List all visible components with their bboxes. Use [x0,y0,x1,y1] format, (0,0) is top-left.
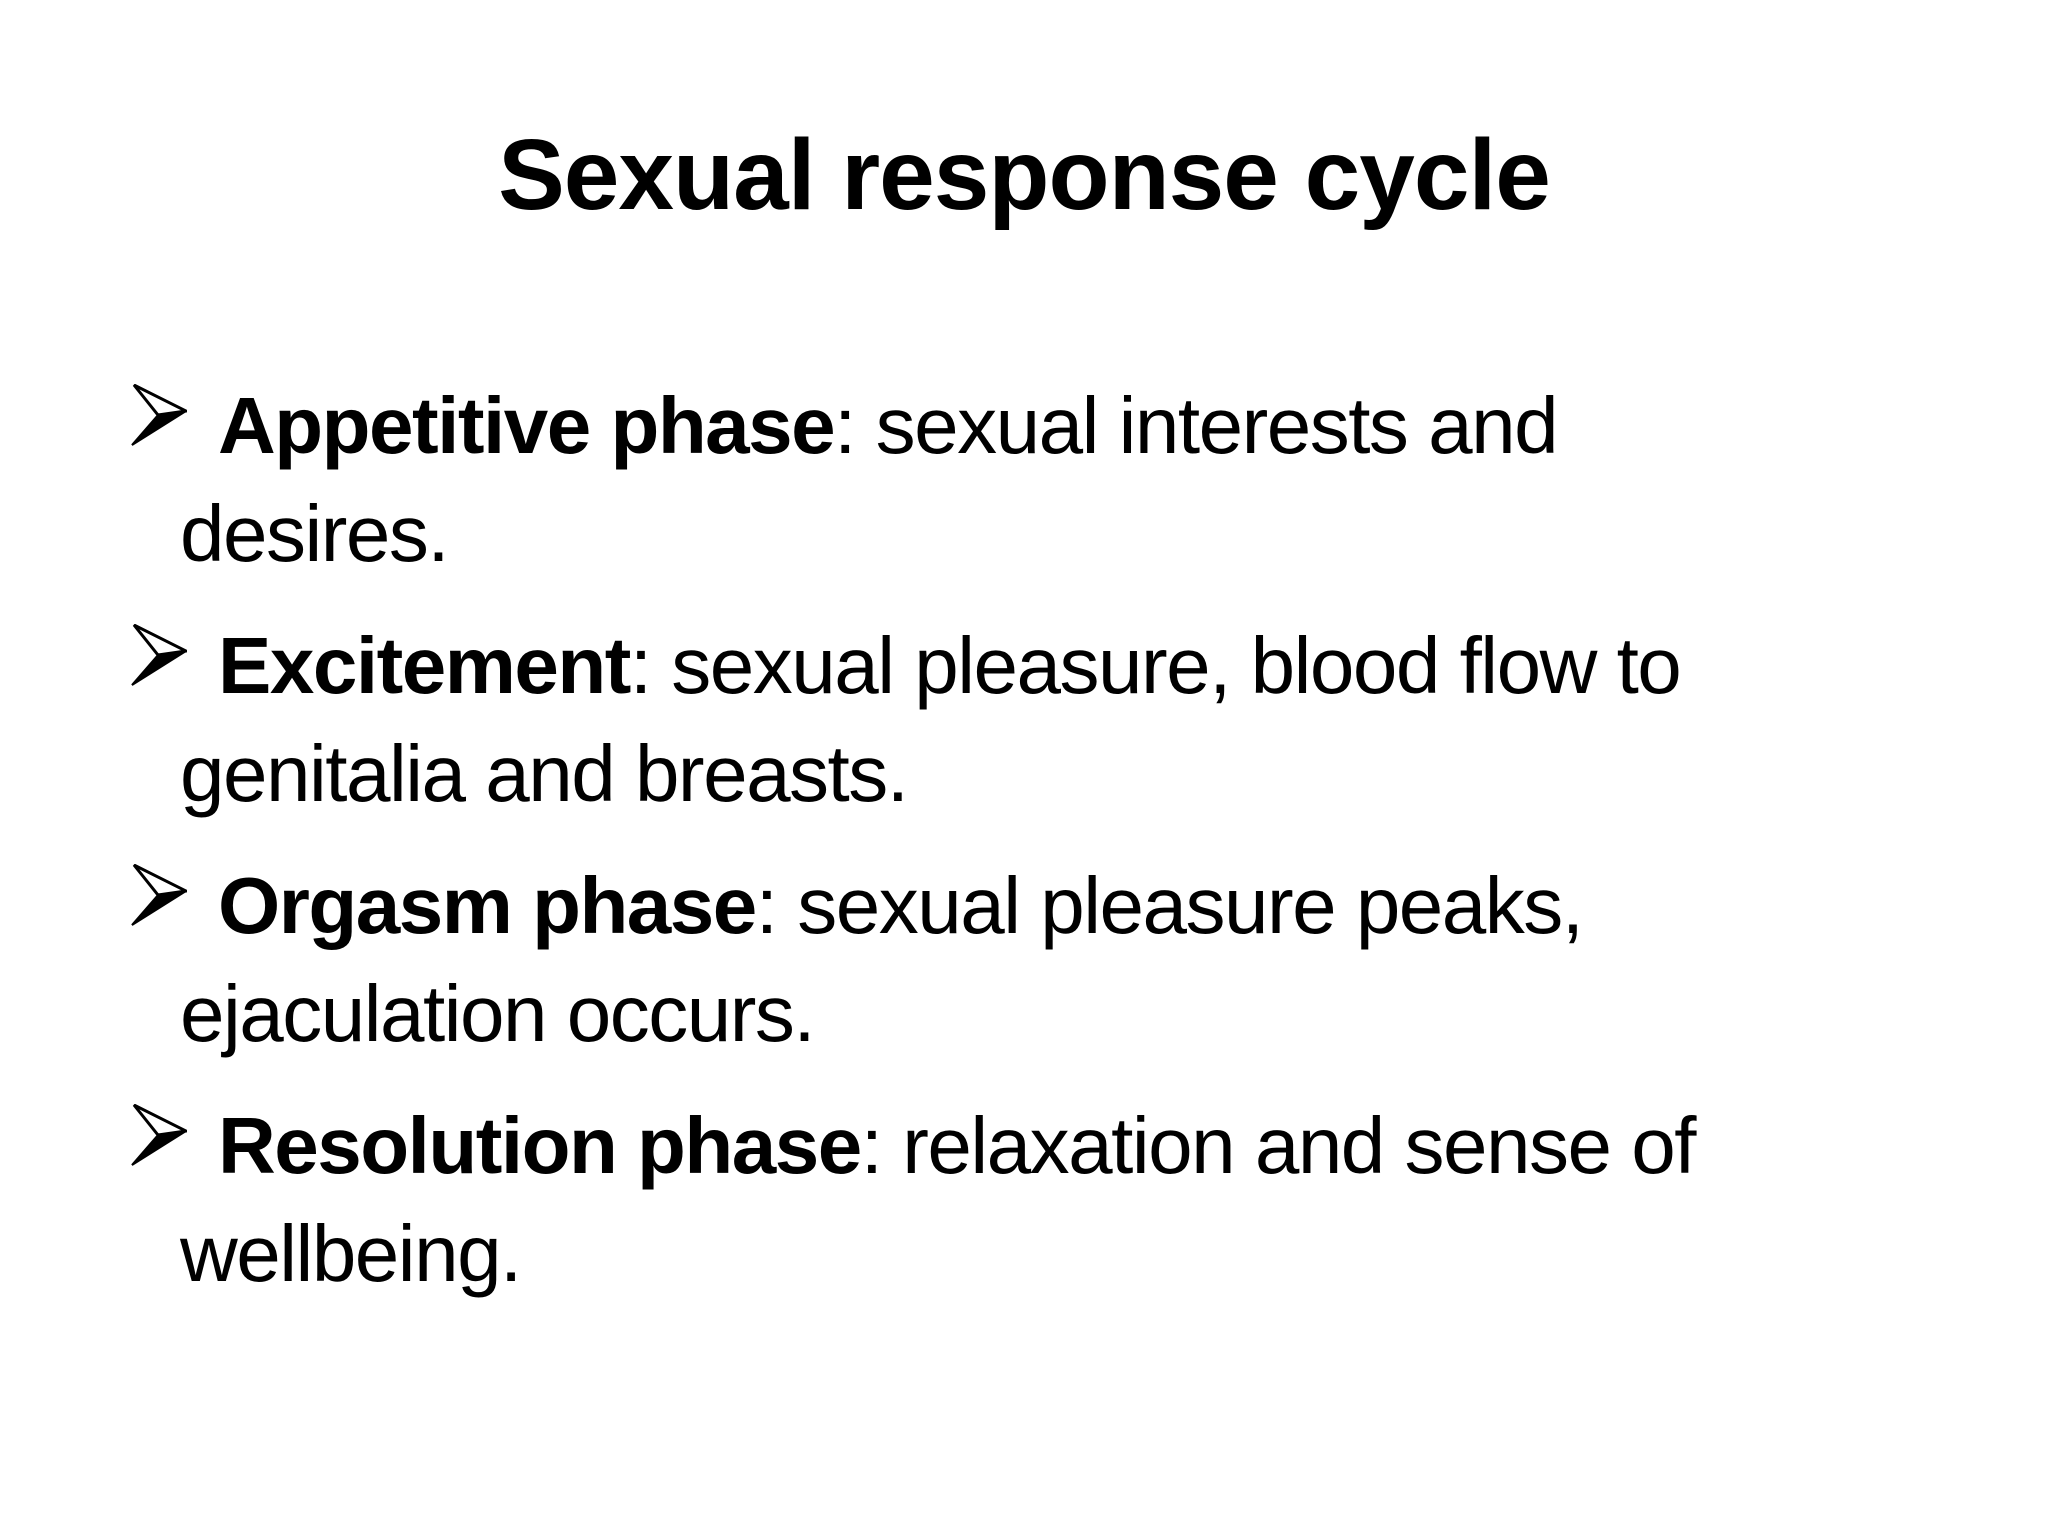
arrowhead-bullet-icon [130,1104,187,1166]
bullet-text-line2: desires. [180,489,450,578]
slide-title: Sexual response cycle [498,119,1551,231]
bullet-text-line1: : sexual interests and [834,381,1558,470]
bullet-list: Appetitive phase: sexual interests and d… [0,372,1988,1332]
arrowhead-bullet-icon [130,384,187,446]
arrowhead-bullet-icon [130,864,187,926]
bullet-term: Resolution phase [218,1101,862,1190]
bullet-text-line2: ejaculation occurs. [180,969,816,1058]
bullet-term: Orgasm phase [218,861,757,950]
arrowhead-bullet-icon [130,624,187,686]
bullet-text-line1: : sexual pleasure, blood flow to [629,621,1682,710]
bullet-item-resolution: Resolution phase: relaxation and sense o… [131,1092,1988,1308]
bullet-term: Excitement [218,621,631,710]
bullet-text-line2: wellbeing. [180,1209,522,1298]
bullet-text-line1: : relaxation and sense of [860,1101,1697,1190]
bullet-text-line2: genitalia and breasts. [180,729,909,818]
bullet-item-orgasm: Orgasm phase: sexual pleasure peaks, eja… [131,852,1988,1068]
bullet-text-line1: : sexual pleasure peaks, [755,861,1584,950]
bullet-term: Appetitive phase [218,381,836,470]
bullet-item-appetitive: Appetitive phase: sexual interests and d… [131,372,1988,588]
bullet-item-excitement: Excitement: sexual pleasure, blood flow … [131,612,1988,828]
